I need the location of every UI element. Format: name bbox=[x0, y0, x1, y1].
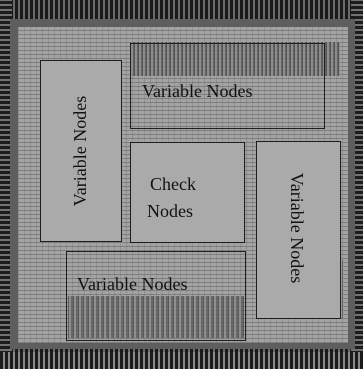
check-nodes-label-line2: Nodes bbox=[147, 201, 193, 221]
variable-nodes-block-left bbox=[40, 60, 122, 242]
routing-texture-bottom bbox=[68, 296, 244, 338]
pad-ring-left bbox=[0, 0, 12, 369]
variable-nodes-block-bottom bbox=[66, 251, 246, 341]
variable-nodes-label-top: Variable Nodes bbox=[142, 81, 253, 101]
routing-texture-top bbox=[130, 42, 340, 76]
variable-nodes-block-right bbox=[256, 141, 341, 319]
check-nodes-block bbox=[130, 142, 245, 243]
variable-nodes-label-right: Variable Nodes bbox=[287, 172, 307, 284]
variable-nodes-label-bottom: Variable Nodes bbox=[77, 274, 188, 294]
variable-nodes-label-left: Variable Nodes bbox=[70, 95, 90, 207]
check-nodes-label-line1: Check bbox=[150, 174, 196, 194]
pad-ring-bottom bbox=[0, 352, 363, 369]
variable-nodes-block-top bbox=[130, 43, 325, 129]
